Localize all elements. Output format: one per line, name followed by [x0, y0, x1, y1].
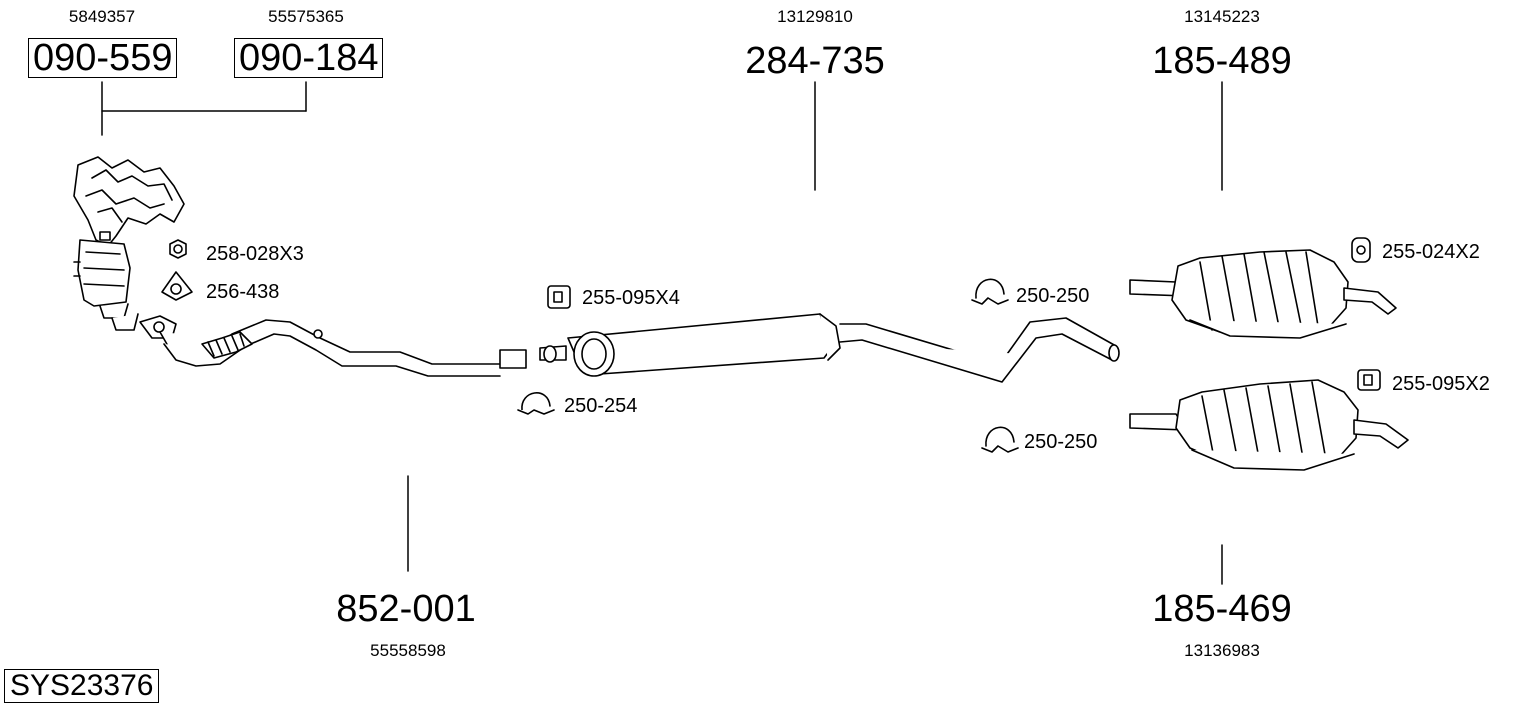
oe-number-rear-silencer-upper: 13145223 [1184, 7, 1260, 26]
accessory-label-clamp-front[interactable]: 250-254 [564, 395, 638, 417]
pipe-clamp-icon-front [517, 392, 555, 415]
part-number-middle-silencer[interactable]: 284-735 [745, 40, 885, 82]
middle-silencer [539, 313, 1120, 383]
oe-number-rear-silencer-lower: 13136983 [1184, 641, 1260, 660]
rear-silencer-lower [1129, 379, 1409, 471]
part-number-rear-silencer-upper[interactable]: 185-489 [1152, 40, 1292, 82]
accessory-label-nut[interactable]: 258-028X3 [206, 243, 304, 265]
rubber-mount-icon-lower [1357, 369, 1381, 391]
exhaust-manifold-catalyst [73, 156, 185, 331]
oe-number-manifold-left: 5849357 [68, 7, 136, 26]
hex-nut-icon [169, 239, 187, 259]
pipe-clamp-icon-middle [971, 278, 1009, 305]
system-code: SYS23376 [4, 669, 160, 703]
accessory-label-rubber-mount-middle[interactable]: 255-095X4 [582, 287, 680, 309]
accessory-label-rubber-mount-upper[interactable]: 255-024X2 [1382, 241, 1480, 263]
oe-number-middle-silencer: 13129810 [777, 7, 853, 26]
oe-number-manifold-right: 55575365 [268, 7, 344, 26]
accessory-label-gasket[interactable]: 256-438 [206, 281, 280, 303]
leader-lines [101, 81, 1223, 585]
part-number-manifold-right[interactable]: 090-184 [234, 38, 384, 78]
part-number-rear-silencer-lower[interactable]: 185-469 [1152, 588, 1292, 630]
front-pipe [139, 315, 527, 377]
accessory-label-clamp-middle[interactable]: 250-250 [1016, 285, 1090, 307]
accessory-label-rubber-mount-lower[interactable]: 255-095X2 [1392, 373, 1490, 395]
flange-gasket-icon [161, 271, 193, 301]
oe-number-front-pipe: 55558598 [370, 641, 446, 660]
rubber-mount-icon-upper [1351, 237, 1371, 263]
rear-silencer-upper [1129, 249, 1397, 339]
pipe-clamp-icon-rear [981, 426, 1019, 453]
part-number-manifold-left[interactable]: 090-559 [28, 38, 178, 78]
accessory-label-clamp-rear[interactable]: 250-250 [1024, 431, 1098, 453]
part-number-front-pipe[interactable]: 852-001 [336, 588, 476, 630]
rubber-mount-icon-middle [547, 285, 571, 309]
